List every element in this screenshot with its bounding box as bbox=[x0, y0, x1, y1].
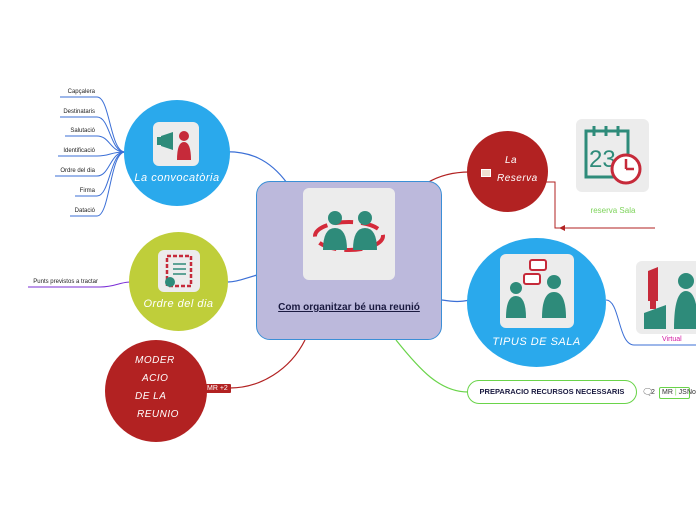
tag-divider: | bbox=[674, 389, 677, 396]
reserva-node[interactable]: La Reserva bbox=[467, 131, 548, 212]
central-title: Com organitzar bé una reunió bbox=[278, 302, 420, 313]
assignee-tags[interactable]: MR | JS bbox=[659, 387, 690, 399]
virtual-label[interactable]: Virtual bbox=[662, 336, 682, 343]
moderacio-node[interactable]: MODER ACIO DE LA REUNIO bbox=[105, 340, 207, 442]
moderacio-line: REUNIO bbox=[137, 409, 179, 420]
reserva-line: La bbox=[505, 155, 518, 166]
document-certificate-icon bbox=[158, 250, 200, 292]
convocatoria-item[interactable]: Capçalera bbox=[67, 89, 95, 95]
assignee-tag: JS bbox=[678, 389, 687, 396]
virtual-meeting-icon bbox=[636, 261, 696, 334]
convocatoria-label: La convocatòria bbox=[134, 172, 220, 184]
moderacio-line: MODER bbox=[135, 355, 175, 366]
comment-icon[interactable]: 🗨 bbox=[642, 387, 654, 397]
convocatoria-item[interactable]: Datació bbox=[74, 208, 95, 214]
ordre-del-dia-label: Ordre del dia bbox=[143, 298, 214, 310]
convocatoria-item[interactable]: Salutació bbox=[70, 128, 95, 134]
conversation-icon bbox=[500, 254, 574, 328]
tipus-sala-node[interactable]: TIPUS DE SALA bbox=[467, 238, 606, 367]
convocatoria-item[interactable]: Firma bbox=[79, 188, 95, 194]
convocatoria-item[interactable]: Ordre del dia bbox=[60, 168, 95, 174]
central-topic[interactable]: Com organitzar bé una reunió bbox=[256, 181, 442, 340]
convocatoria-item[interactable]: Destinataris bbox=[63, 109, 95, 115]
moderacio-line: ACIO bbox=[142, 373, 169, 384]
convocatoria-item[interactable]: Identificació bbox=[63, 148, 95, 154]
comment-count: 2 bbox=[651, 389, 655, 396]
convocatoria-node[interactable]: La convocatòria bbox=[124, 100, 230, 206]
ordre-del-dia-item[interactable]: Punts previstos a tractar bbox=[33, 279, 98, 285]
reserva-sala-label[interactable]: reserva Sala bbox=[590, 206, 636, 215]
meeting-icon bbox=[303, 188, 395, 280]
preparacio-node[interactable]: PREPARACIO RECURSOS NECESSARIS bbox=[467, 380, 637, 404]
note-icon bbox=[481, 169, 491, 177]
reserva-line: Reserva bbox=[497, 173, 538, 184]
preparacio-trailing-text: No bbox=[687, 389, 696, 396]
moderacio-tag[interactable]: MR +2 bbox=[204, 384, 231, 393]
tipus-sala-label: TIPUS DE SALA bbox=[492, 336, 581, 348]
ordre-del-dia-node[interactable]: Ordre del dia bbox=[129, 232, 228, 331]
preparacio-label: PREPARACIO RECURSOS NECESSARIS bbox=[479, 387, 625, 396]
assignee-tag: MR bbox=[662, 389, 673, 396]
moderacio-line: DE LA bbox=[135, 391, 167, 402]
megaphone-person-icon bbox=[153, 122, 199, 166]
calendar-clock-icon: 23 bbox=[576, 119, 649, 192]
